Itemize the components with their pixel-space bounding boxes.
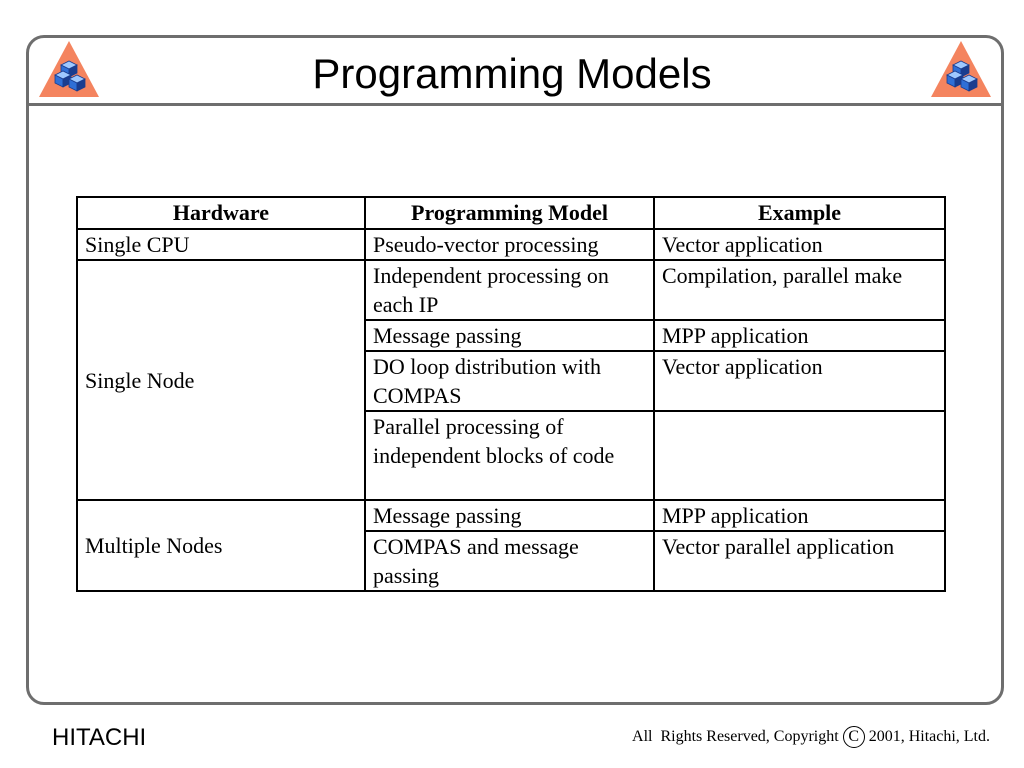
hardware-cell: Single CPU xyxy=(76,228,366,261)
example-cell: Vector application xyxy=(653,350,946,412)
column-header: Programming Model xyxy=(364,196,655,230)
table-row: COMPAS and message passing Vector parall… xyxy=(77,530,946,592)
table-row: Message passing MPP application xyxy=(77,319,946,352)
hardware-cell: Single Node xyxy=(76,259,366,501)
example-cell: Compilation, parallel make xyxy=(653,259,946,321)
hitachi-logo-icon xyxy=(39,41,99,97)
table-header-row: Hardware Programming Model Example xyxy=(76,196,946,230)
table-row: Single CPU Pseudo-vector processing Vect… xyxy=(76,228,946,261)
copyright-suffix: 2001, Hitachi, Ltd. xyxy=(868,728,990,745)
example-cell: Vector application xyxy=(653,228,946,261)
example-cell: Vector parallel application xyxy=(653,530,946,592)
model-cell: DO loop distribution with COMPAS xyxy=(364,350,655,412)
title-divider xyxy=(26,103,1004,106)
model-cell: Message passing xyxy=(364,319,655,352)
copyright-icon: C xyxy=(842,726,865,748)
example-cell xyxy=(653,410,946,501)
example-cell: MPP application xyxy=(653,499,946,532)
table-row: Single Node Independent processing on ea… xyxy=(76,259,946,501)
copyright-prefix: All Rights Reserved, Copyright xyxy=(632,728,839,745)
footer-copyright: All Rights Reserved, Copyright C 2001, H… xyxy=(632,724,990,750)
table-row: DO loop distribution with COMPAS Vector … xyxy=(77,350,946,412)
model-cell: Pseudo-vector processing xyxy=(364,228,655,261)
column-header: Example xyxy=(653,196,946,230)
slide-title: Programming Models xyxy=(312,50,712,97)
model-cell: COMPAS and message passing xyxy=(364,530,655,592)
programming-models-table: Hardware Programming Model Example Singl… xyxy=(76,196,946,592)
hardware-cell: Multiple Nodes xyxy=(76,499,366,592)
model-cell: Parallel processing of independent block… xyxy=(364,410,655,501)
table-row: Parallel processing of independent block… xyxy=(77,410,946,501)
footer-brand: HITACHI xyxy=(52,724,147,751)
column-header: Hardware xyxy=(76,196,366,230)
model-cell: Message passing xyxy=(364,499,655,532)
hitachi-logo-icon xyxy=(931,41,991,97)
example-cell: MPP application xyxy=(653,319,946,352)
table-row: Multiple Nodes Message passing MPP appli… xyxy=(76,499,946,592)
model-cell: Independent processing on each IP xyxy=(364,259,655,321)
